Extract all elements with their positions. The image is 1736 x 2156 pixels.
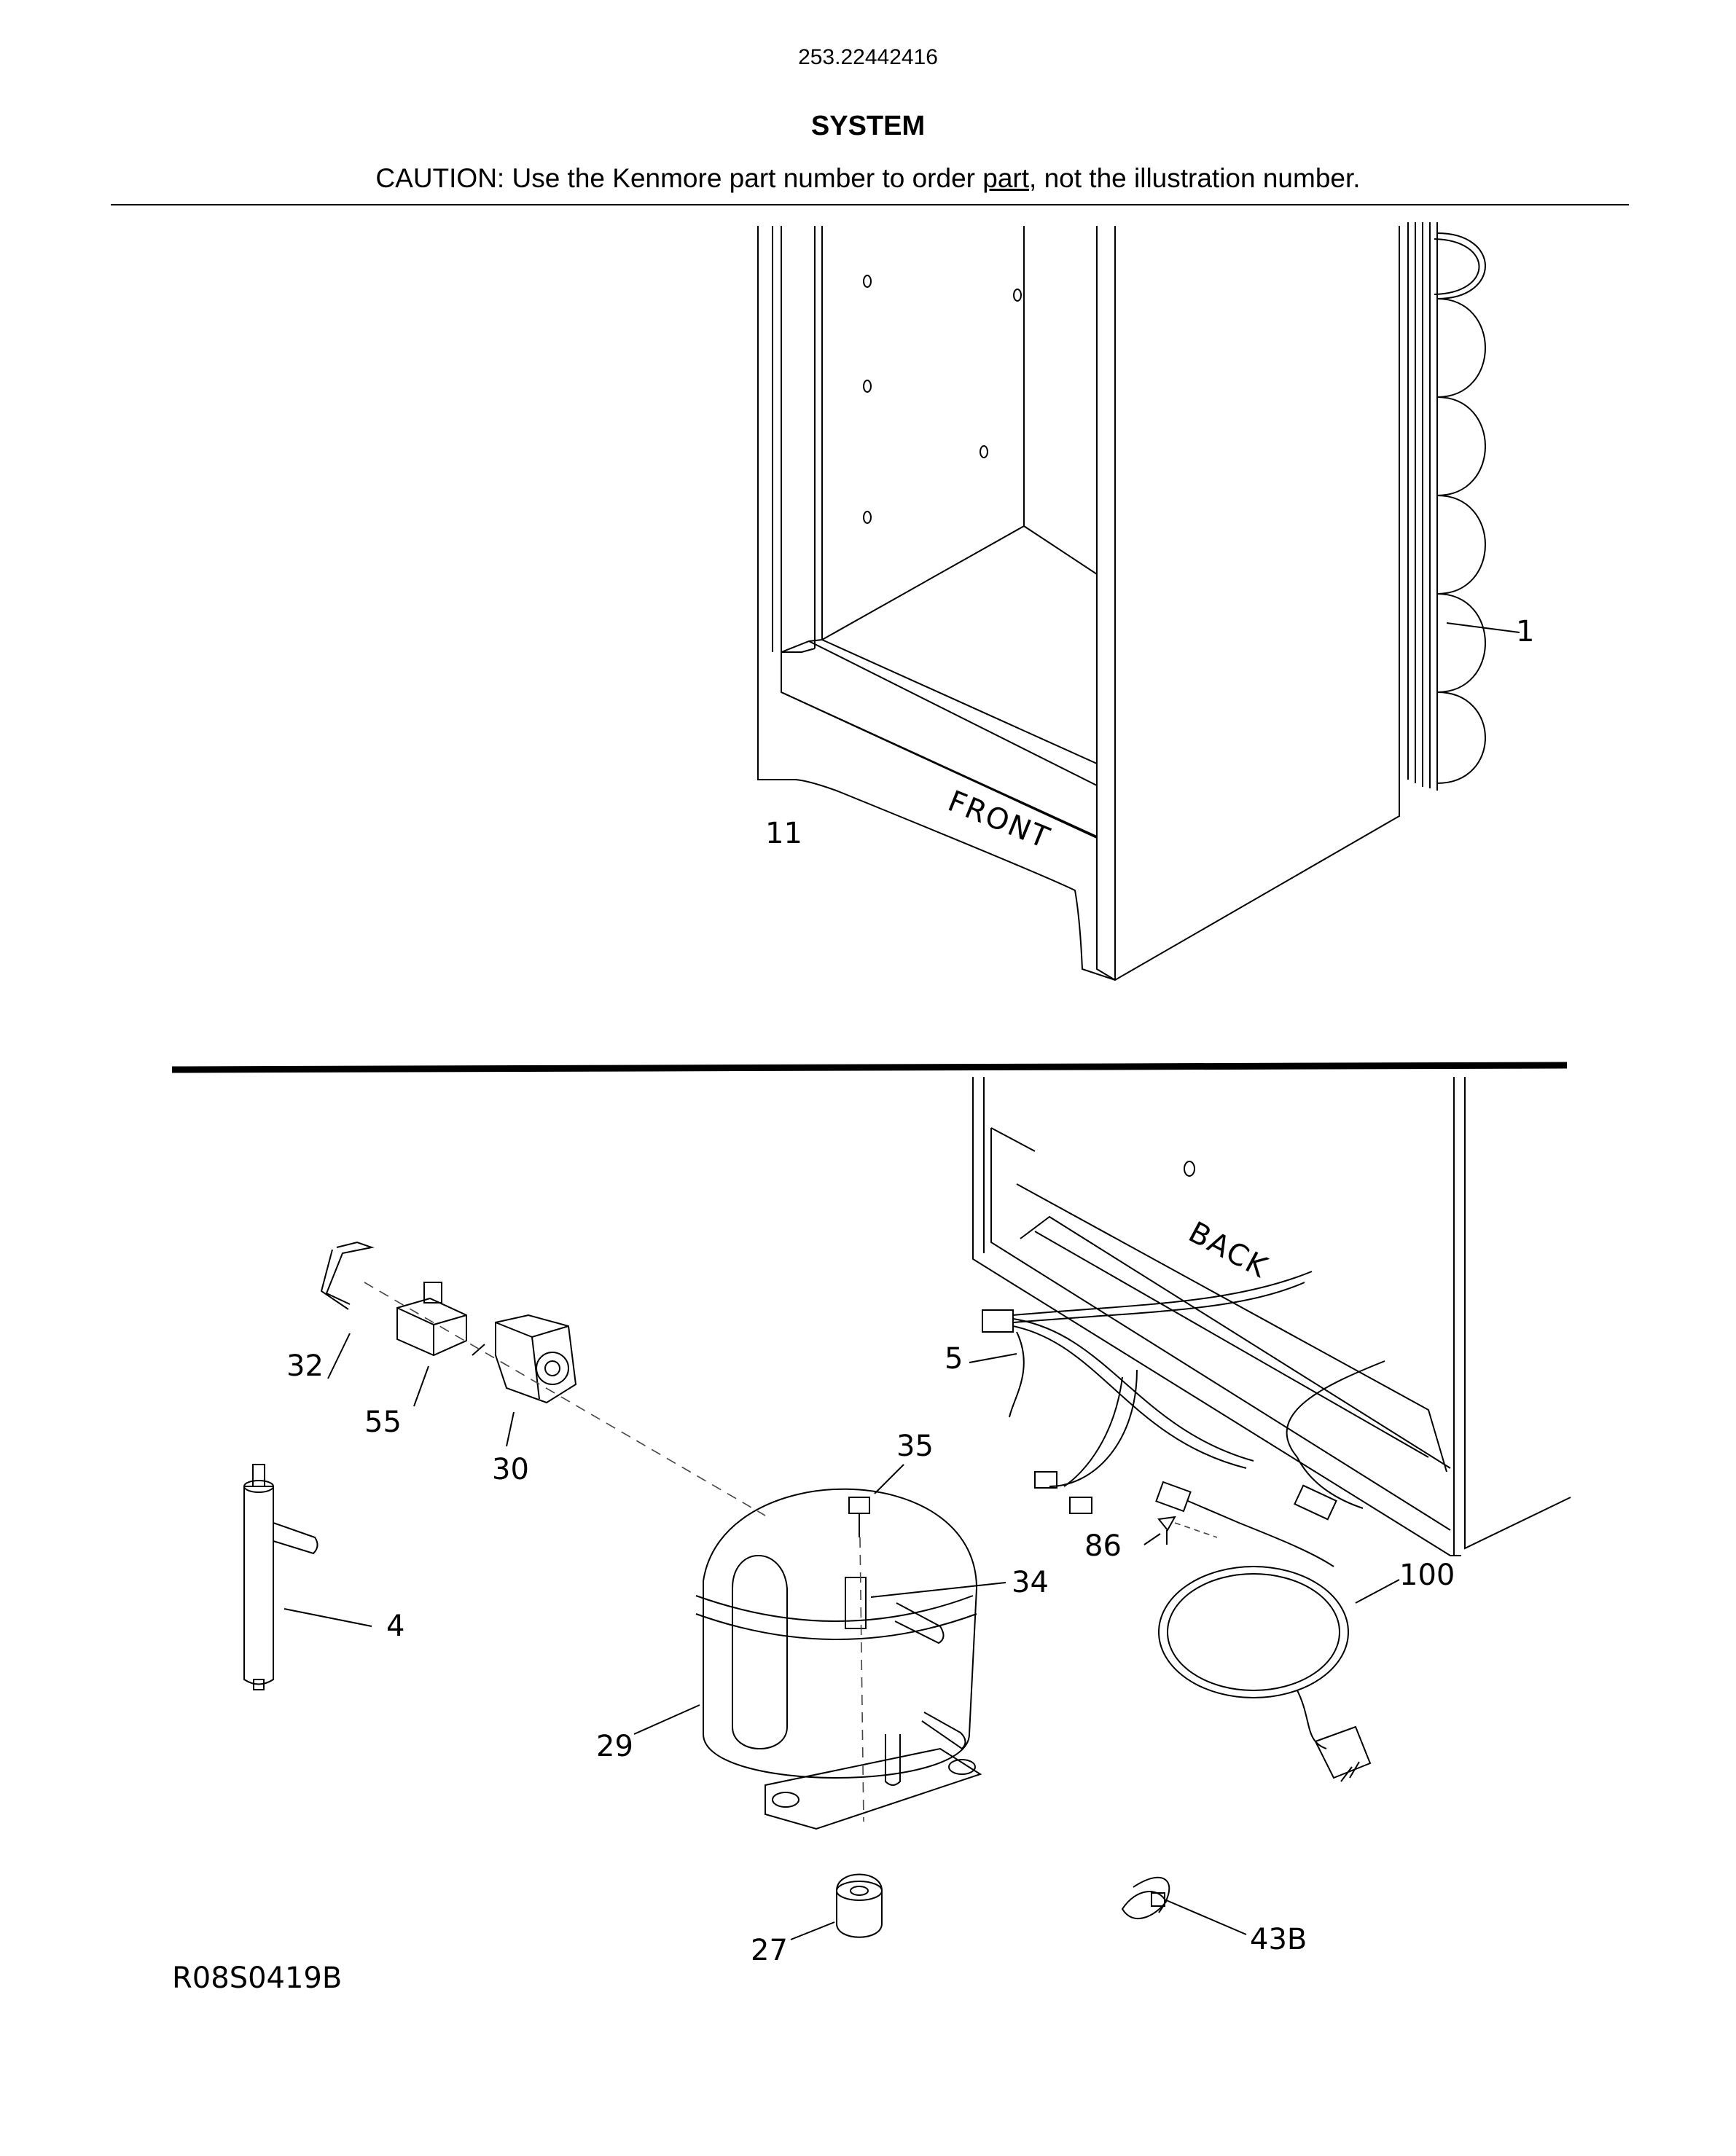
callout-label: 27 — [751, 1934, 788, 1967]
callout-label: 86 — [1084, 1529, 1122, 1563]
part-32-clip — [320, 1241, 375, 1379]
drawing-code: R08S0419B — [172, 1961, 343, 1995]
back-text: BACK — [1183, 1215, 1273, 1285]
callout-label: 30 — [492, 1453, 529, 1486]
caution-prefix: CAUTION: Use the Kenmore part number to … — [375, 163, 983, 193]
caution-suffix: , not the illustration number. — [1029, 163, 1361, 193]
part-100-power-cord — [1155, 1481, 1400, 1782]
part-4-drier — [243, 1464, 372, 1690]
part-27-grommet — [790, 1873, 883, 1940]
front-text: FRONT — [943, 785, 1055, 856]
part-86-screw — [1143, 1516, 1218, 1545]
callout-label: 100 — [1399, 1559, 1455, 1592]
condenser-coil — [1407, 222, 1486, 791]
callout-label: 29 — [596, 1730, 633, 1763]
callout-leader — [1446, 622, 1520, 633]
callout-leader — [969, 1353, 1017, 1363]
callout-label: 55 — [364, 1406, 402, 1439]
callout-label: 32 — [286, 1349, 324, 1383]
part-30-overload — [472, 1314, 577, 1447]
caution-note: CAUTION: Use the Kenmore part number to … — [0, 163, 1736, 194]
caution-part-link[interactable]: part — [982, 163, 1030, 193]
assembly-line — [364, 1282, 766, 1516]
part-43b-clamp — [1121, 1876, 1247, 1935]
callout-label: 43B — [1250, 1923, 1307, 1956]
cabinet-front-illustration: 1 11 FRONT — [757, 222, 1534, 981]
callout-label: 4 — [386, 1610, 404, 1643]
callout-label: 34 — [1012, 1566, 1049, 1599]
callout-label: 5 — [945, 1342, 963, 1376]
cabinet-back-illustration: BACK — [969, 1077, 1571, 1556]
part-29-compressor — [633, 1464, 1006, 1830]
callout-label: 11 — [765, 817, 802, 850]
model-number: 253.22442416 — [798, 45, 938, 69]
section-divider — [171, 1062, 1568, 1073]
callout-label: 1 — [1516, 615, 1534, 648]
callout-label: 35 — [896, 1430, 934, 1463]
wire-harness — [982, 1271, 1385, 1521]
section-title: SYSTEM — [810, 111, 926, 141]
part-55-relay — [396, 1282, 467, 1407]
